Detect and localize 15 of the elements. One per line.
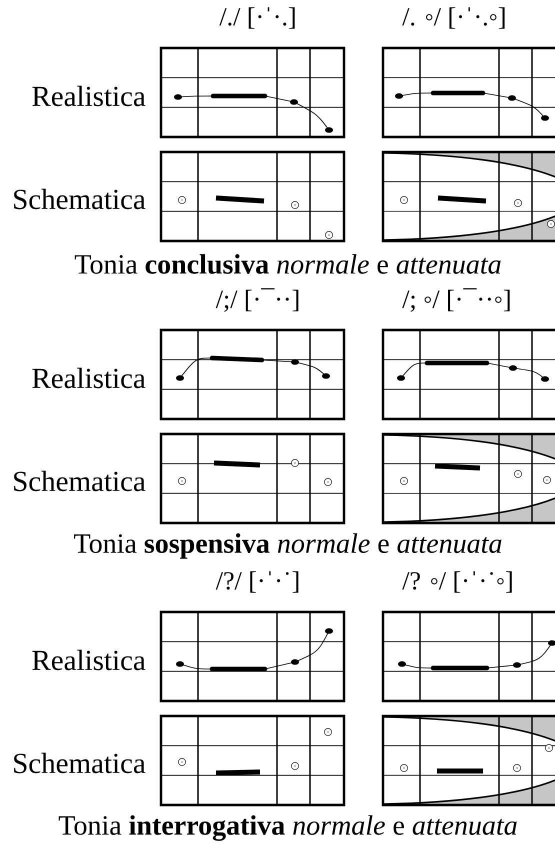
row-label: Schematica [14, 188, 146, 210]
caption: Tonia interrogativa normale e attenuata [58, 815, 517, 841]
transcription-label: /./ [·ˈ·.] [219, 7, 295, 29]
caption: Tonia sospensiva normale e attenuata [74, 533, 502, 559]
transcription-label: /. ◦/ [·ˈ·.◦] [402, 7, 505, 29]
row-label: Realistica [32, 650, 146, 670]
row-label: Schematica [14, 470, 146, 492]
transcription-label: /; ◦/ [·¯··◦] [402, 288, 510, 312]
transcription-label: /?/ [·ˈ·˙] [216, 571, 298, 593]
row-label: Realistica [32, 86, 146, 106]
row-label: Schematica [14, 752, 146, 774]
transcription-label: /? ◦/ [·ˈ·˙◦] [402, 571, 512, 593]
transcription-label: /;/ [·¯··] [216, 288, 298, 312]
row-label: Realistica [32, 368, 146, 388]
caption: Tonia conclusiva normale e attenuata [74, 254, 501, 274]
